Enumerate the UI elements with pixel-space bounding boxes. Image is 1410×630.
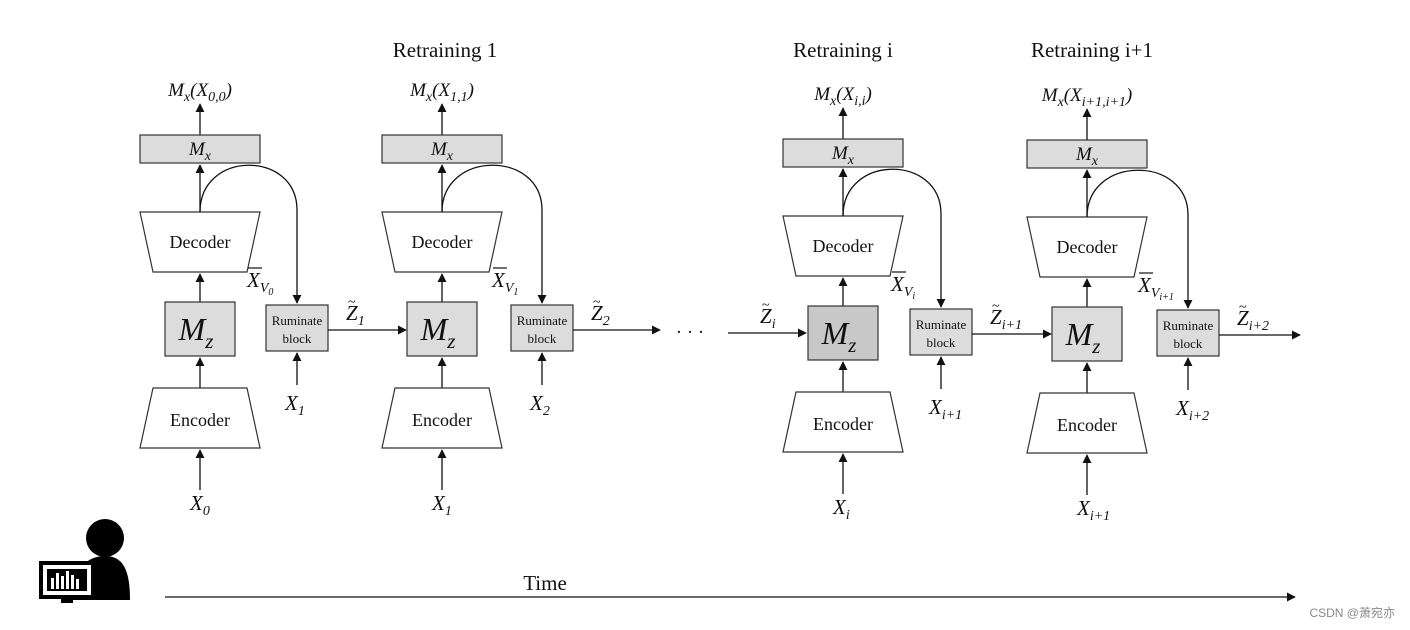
mx-box-1 <box>381 134 503 164</box>
xbar-v-label-2: XVi <box>890 272 915 302</box>
decoder-label-3: Decoder <box>1057 237 1118 257</box>
mx-box-2 <box>782 138 904 168</box>
time-label: Time <box>523 571 567 595</box>
ruminate-block-0 <box>265 304 329 352</box>
z-input-label-stage-3: Zi ~ <box>760 298 776 332</box>
z-tilde-3: ~ <box>1239 300 1247 315</box>
mz-box-2 <box>807 305 879 361</box>
z-tilde-0: ~ <box>348 295 356 310</box>
z-output-label-2: Zi+1 <box>990 305 1022 333</box>
xbar-v-label-0: XV0 <box>246 268 273 298</box>
input-label-stage-0: X0 <box>189 491 210 519</box>
decoder-label-0: Decoder <box>170 232 231 252</box>
svg-text:~: ~ <box>762 298 770 313</box>
decoder-label-1: Decoder <box>412 232 473 252</box>
ruminate-block-2 <box>909 308 973 356</box>
input-label-stage-2: Xi <box>832 495 850 523</box>
encoder-label-1: Encoder <box>412 410 472 430</box>
feedback-arrow-0 <box>199 164 302 304</box>
encoder-block-1 <box>381 387 503 449</box>
ruminate-label-line2-0: block <box>283 331 312 346</box>
encoder-label-0: Encoder <box>170 410 230 430</box>
encoder-block-0 <box>139 387 261 449</box>
ruminate-input-label-3: Xi+2 <box>1175 396 1209 424</box>
mz-box-1 <box>406 301 478 357</box>
ruminate-label-line1-1: Ruminate <box>517 313 568 328</box>
encoder-label-3: Encoder <box>1057 415 1117 435</box>
ellipsis: · · · <box>676 322 704 343</box>
feedback-arrow-2 <box>842 168 946 308</box>
mz-box-label-1: Mz <box>420 311 456 353</box>
input-label-stage-3: Xi+1 <box>1076 496 1110 524</box>
output-label-stage-1: Mx(X1,1) <box>409 80 474 105</box>
output-label-stage-0: Mx(X0,0) <box>167 80 232 105</box>
ruminate-input-label-0: X1 <box>284 391 305 419</box>
z-output-label-1: Z2 <box>591 301 610 329</box>
mx-box-label-3: Mx <box>1075 144 1099 169</box>
z-output-label-0: Z1 <box>346 301 365 329</box>
input-label-stage-1: X1 <box>431 491 452 519</box>
ruminate-label-line1-2: Ruminate <box>916 317 967 332</box>
title-retraining-i: Retraining i <box>793 38 893 62</box>
mz-box-0 <box>164 301 236 357</box>
ruminate-input-label-1: X2 <box>529 391 550 419</box>
ruminate-input-label-2: Xi+1 <box>928 395 962 423</box>
z-tilde-1: ~ <box>593 295 601 310</box>
mz-box-label-3: Mz <box>1065 316 1101 358</box>
decoder-block-2 <box>782 215 904 277</box>
mx-box-label-0: Mx <box>188 139 212 164</box>
output-label-stage-3: Mx(Xi+1,i+1) <box>1041 85 1133 110</box>
feedback-arrow-1 <box>441 164 547 304</box>
feedback-arrow-3 <box>1086 169 1193 309</box>
ruminate-label-line2-2: block <box>927 335 956 350</box>
ruminate-label-line2-3: block <box>1174 336 1203 351</box>
mx-box-0 <box>139 134 261 164</box>
ruminate-block-1 <box>510 304 574 352</box>
watermark: CSDN @萧宛亦 <box>1309 605 1395 620</box>
mx-box-3 <box>1026 139 1148 169</box>
mz-box-3 <box>1051 306 1123 362</box>
xbar-v-label-1: XV1 <box>491 268 518 298</box>
ruminate-label-line1-3: Ruminate <box>1163 318 1214 333</box>
encoder-label-2: Encoder <box>813 414 873 434</box>
mx-box-label-1: Mx <box>430 139 454 164</box>
decoder-block-0 <box>139 211 261 273</box>
ruminate-label-line2-1: block <box>528 331 557 346</box>
svg-text:Zi: Zi <box>760 304 776 332</box>
mz-box-label-0: Mz <box>178 311 214 353</box>
decoder-label-2: Decoder <box>813 236 874 256</box>
z-output-label-3: Zi+2 <box>1237 306 1269 334</box>
mz-box-label-2: Mz <box>821 315 857 357</box>
encoder-block-2 <box>782 391 904 453</box>
monitor-chart-icon <box>39 561 95 603</box>
encoder-block-3 <box>1026 392 1148 454</box>
ruminate-block-3 <box>1156 309 1220 357</box>
z-tilde-2: ~ <box>992 299 1000 314</box>
title-retraining-i-plus-1: Retraining i+1 <box>1031 38 1153 62</box>
xbar-v-label-3: XVi+1 <box>1137 273 1174 303</box>
title-retraining-1: Retraining 1 <box>393 38 497 62</box>
decoder-block-3 <box>1026 216 1148 278</box>
decoder-block-1 <box>381 211 503 273</box>
ruminate-label-line1-0: Ruminate <box>272 313 323 328</box>
output-label-stage-2: Mx(Xi,i) <box>813 84 872 109</box>
mx-box-label-2: Mx <box>831 143 855 168</box>
